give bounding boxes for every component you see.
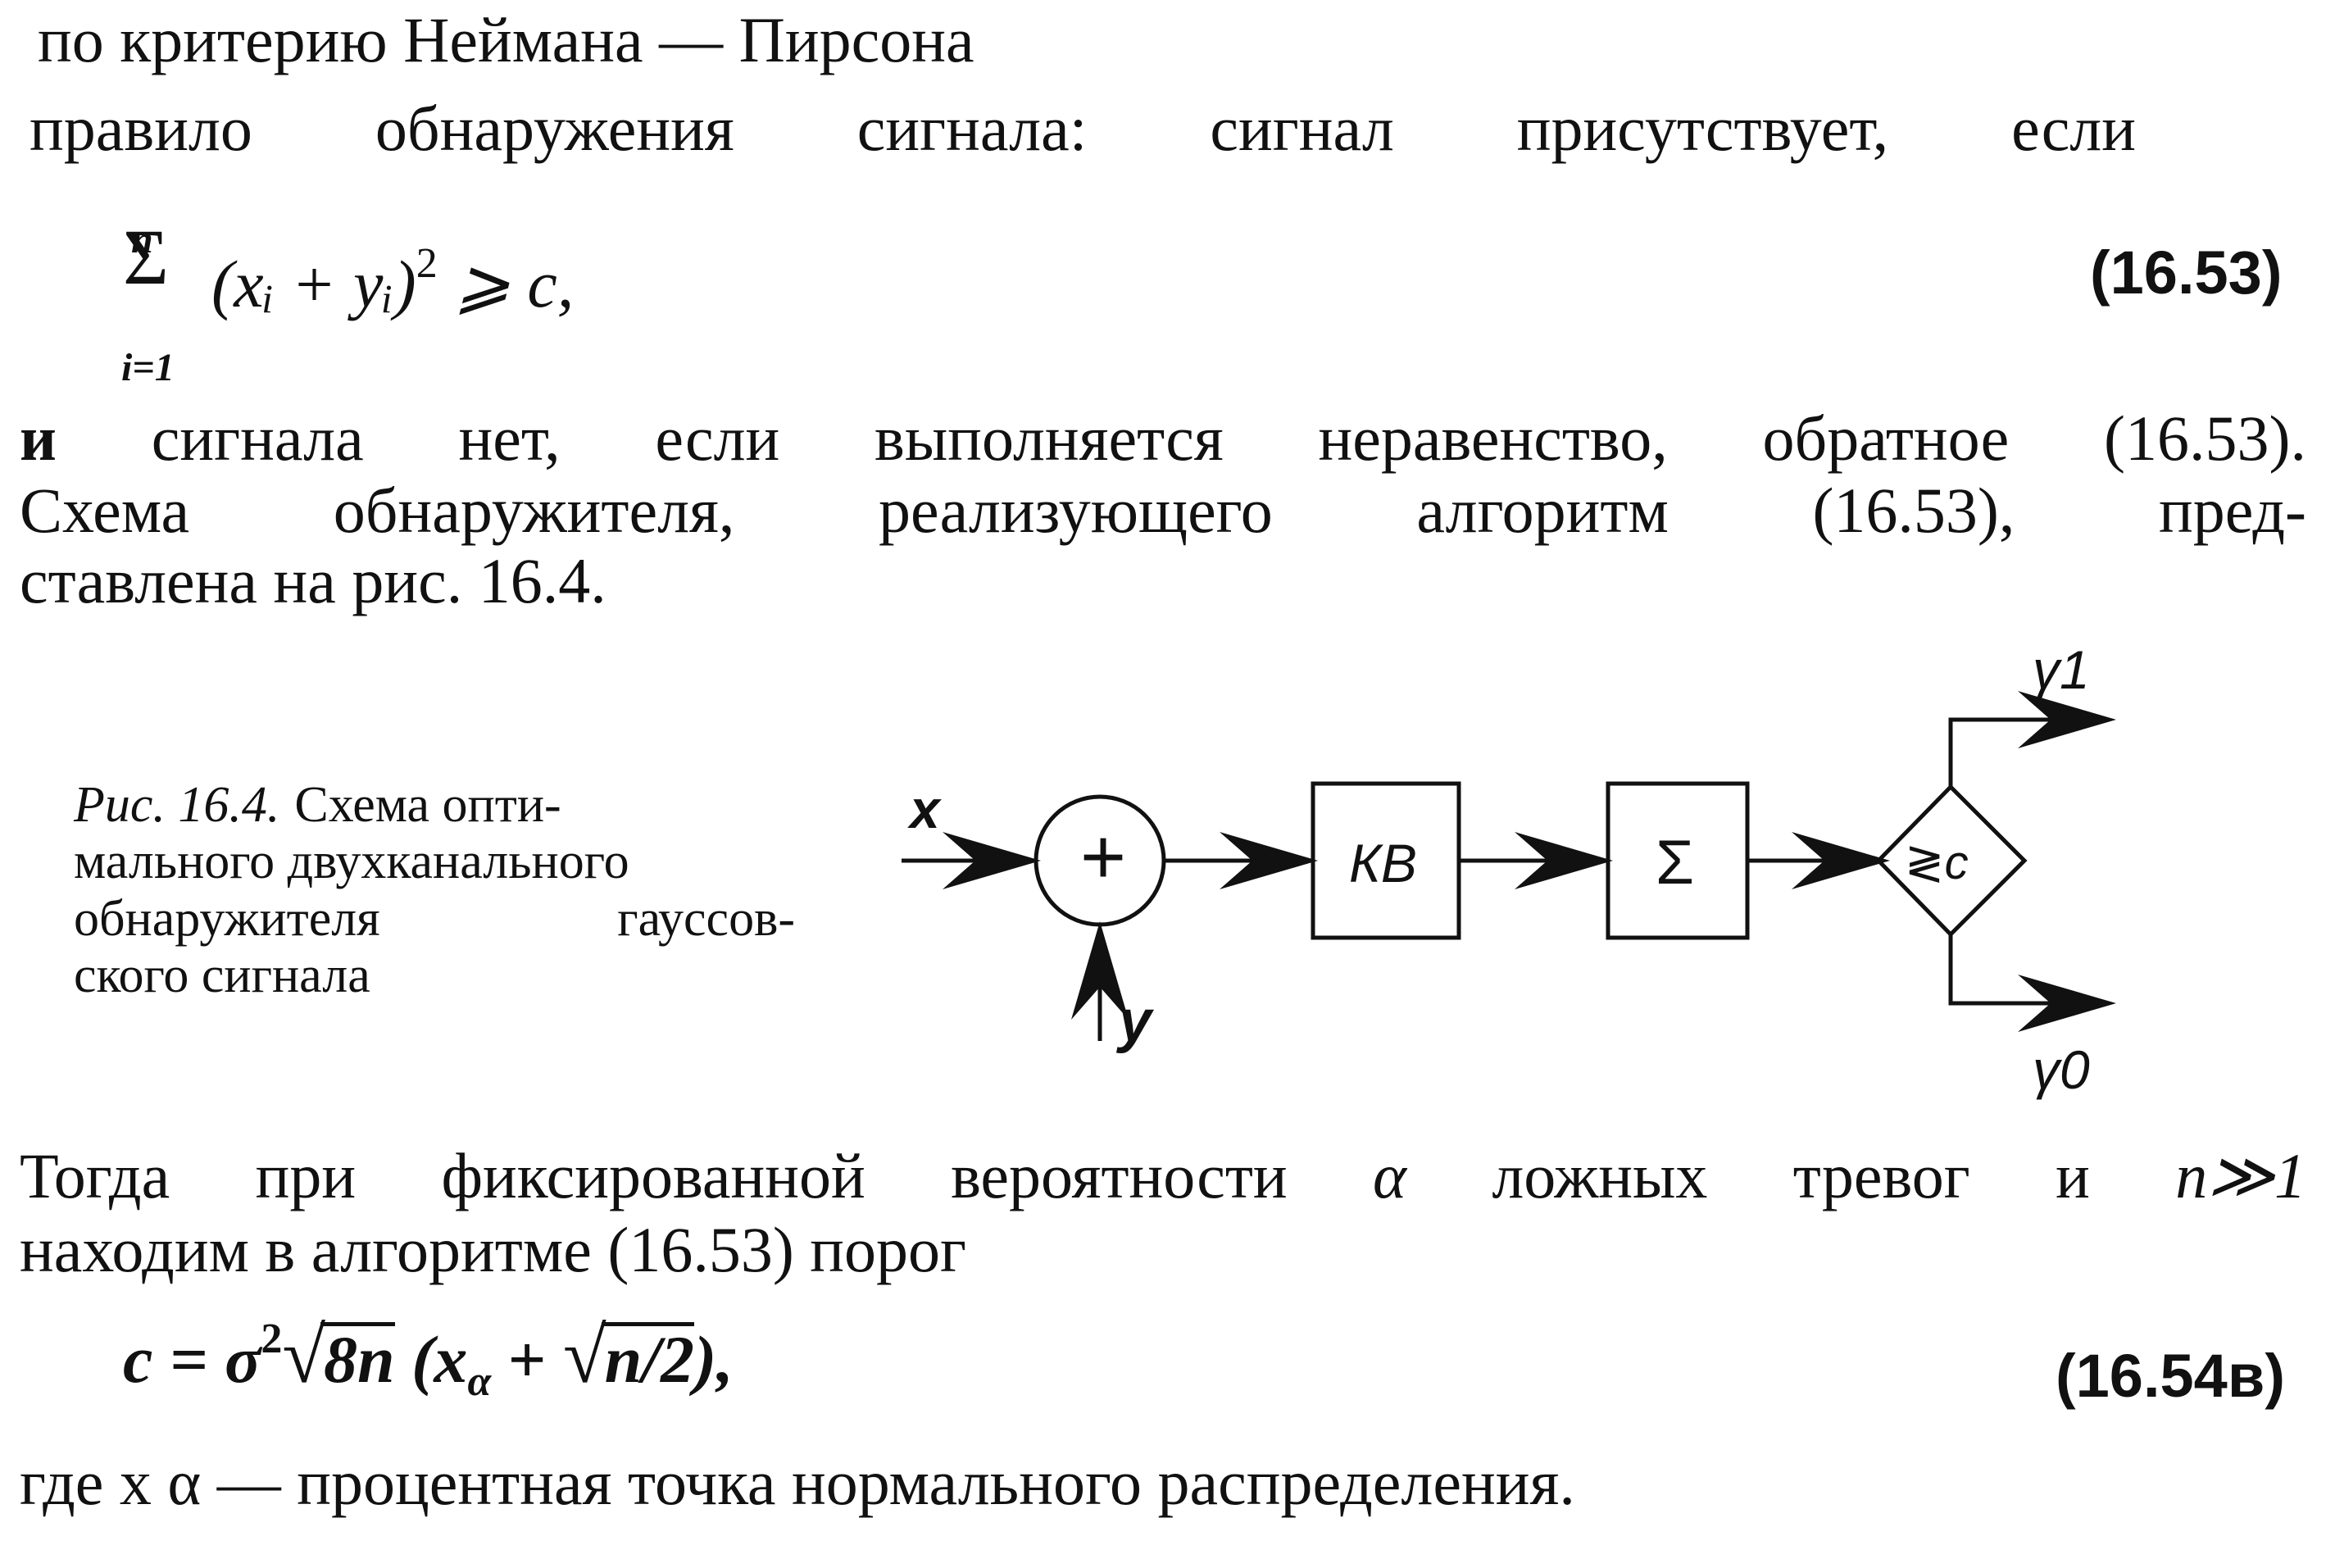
caption-label: Рис. 16.4. (74, 777, 280, 833)
equation-16-54v: c = σ2√8n (xα + √n/2), (123, 1311, 734, 1405)
word: сигнала: (856, 93, 1088, 164)
sum-sign: Σ (123, 213, 169, 301)
word: если (2011, 93, 2136, 164)
caption-line-2: мального двухканального (74, 834, 629, 890)
text-line-6: Тогда при фиксированной вероятности α ло… (20, 1140, 2306, 1211)
text-line-2: правило обнаружения сигнала: сигнал прис… (30, 97, 2136, 161)
caption-line-1: Схема опти- (294, 777, 561, 833)
sum-lower-limit: i=1 (121, 346, 175, 389)
text-line-4: Схема обнаружителя, реализующего алгорит… (20, 475, 2306, 546)
input-y-label: y (1116, 989, 1155, 1054)
caption-line-4: ского сигнала (74, 948, 370, 1004)
input-x-label: x (907, 779, 942, 839)
block-diagram: x + y КВ Σ ≷c γ1 γ0 (885, 623, 2164, 1119)
sum-symbol: Σ (1656, 828, 1694, 898)
text-line-8: где x α — процентная точка нормального р… (20, 1447, 1575, 1518)
output-gamma0-line (1948, 934, 2105, 1006)
text-line-5: ставлена на рис. 16.4. (20, 545, 606, 616)
figure-caption: Рис. 16.4. Схема опти- мального двухкана… (74, 777, 795, 1005)
text-line-1: по критерию Неймана — Пирсона (38, 4, 974, 75)
caption-line-3b: гауссов- (617, 890, 795, 947)
output-gamma1-label: γ1 (2033, 639, 2090, 700)
word: правило (30, 93, 252, 164)
equation-number-16-53: (16.53) (2090, 239, 2283, 307)
sum-body: (xᵢ + yᵢ)2 ⩾ c, (211, 240, 575, 321)
equation-number-16-54v: (16.54в) (2056, 1342, 2285, 1410)
caption-line-3a: обнаружителя (74, 890, 380, 947)
kv-label: КВ (1349, 833, 1417, 893)
output-gamma1-line (1948, 717, 2105, 787)
word: обнаружения (375, 93, 734, 164)
sum-upper-limit: n (131, 218, 153, 261)
output-gamma0-label: γ0 (2033, 1039, 2090, 1100)
text-line-3: и сигнала нет, если выполняется неравенс… (20, 402, 2306, 474)
word: присутствует, (1516, 93, 1889, 164)
decision-label: ≷c (1905, 836, 1969, 889)
word: сигнал (1210, 93, 1394, 164)
text-line-7: находим в алгоритме (16.53) порог (20, 1214, 967, 1285)
adder-symbol: + (1080, 813, 1126, 901)
